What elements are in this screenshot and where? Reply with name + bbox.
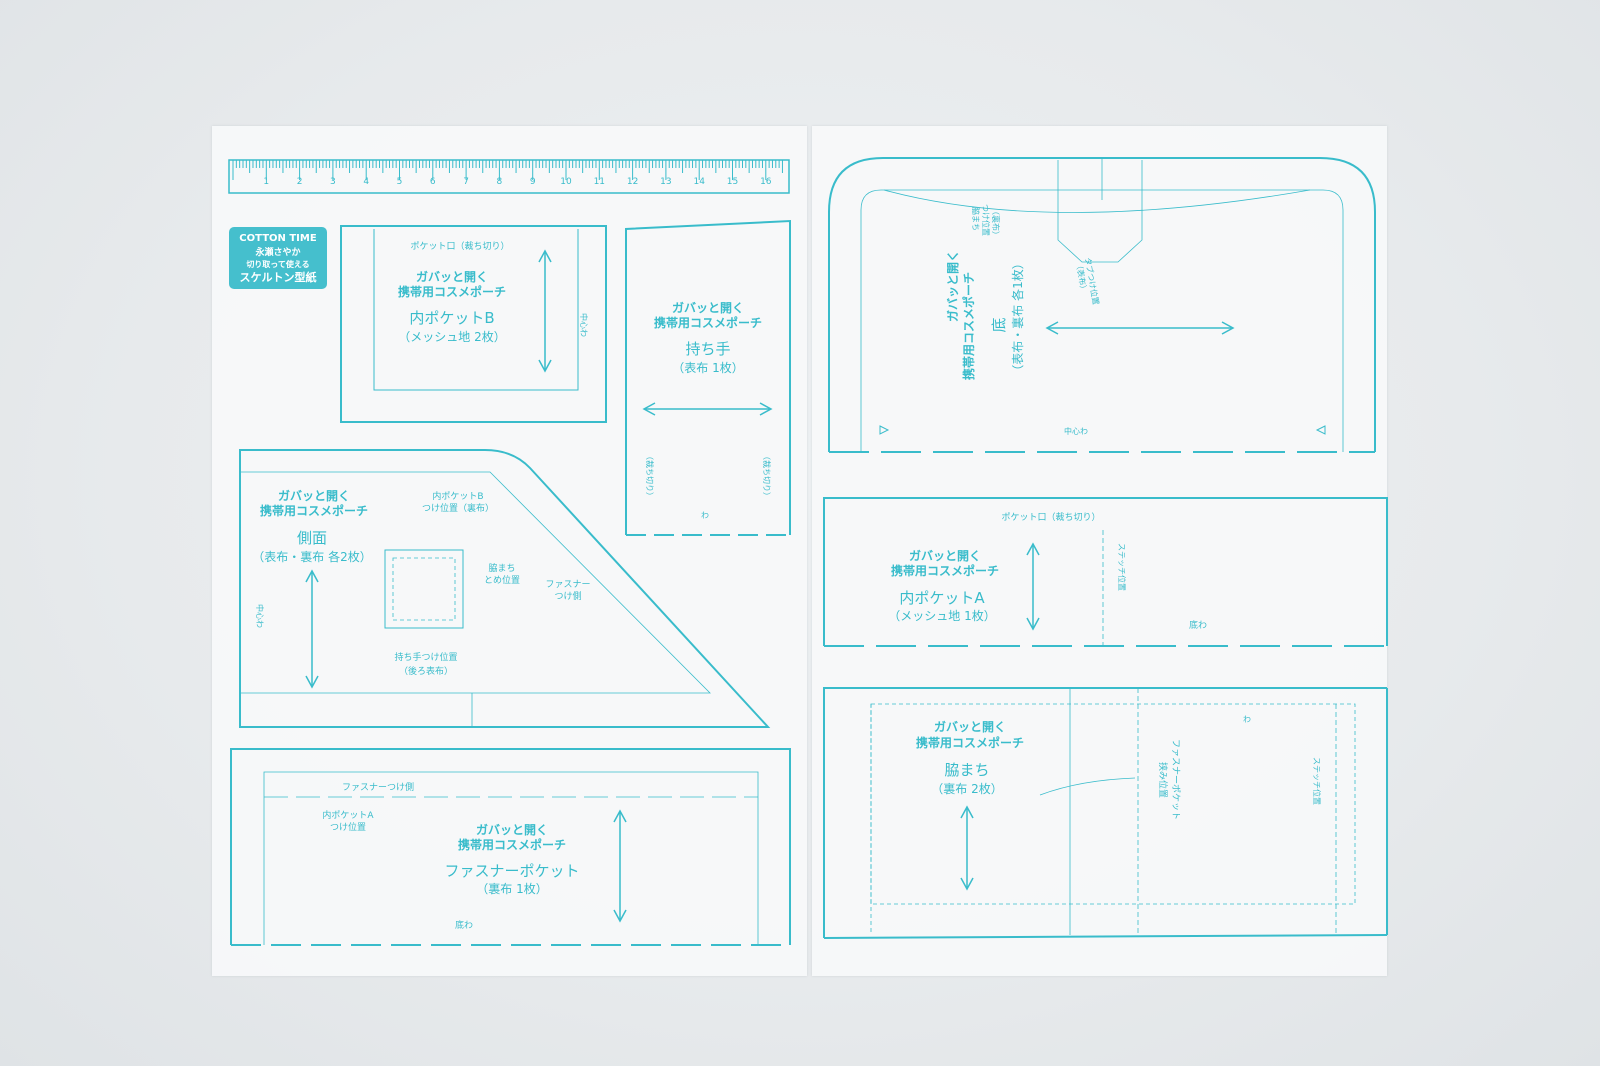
handle-name: 持ち手: [685, 340, 730, 358]
ruler-number: 7: [463, 177, 469, 187]
bottom-gusset-note-3: （裏布）: [991, 207, 1001, 239]
zipper-pocket-fold-note: 底わ: [455, 919, 473, 931]
logo-subtitle: 切り取って使える: [246, 259, 309, 269]
side-handle-note-1: 持ち手つけ位置: [394, 651, 457, 663]
inner-pocket-b-opening-note: ポケット口（裁ち切り）: [410, 240, 509, 252]
piece-bottom: ガバッと開く 携帯用コスメポーチ 底 （表布・裏布 各1枚） 脇まち つけ位置 …: [828, 157, 1376, 453]
side-pocket-b-note-1: 内ポケットB: [432, 490, 483, 502]
piece-gusset: ガバッと開く 携帯用コスメポーチ 脇まち （裏布 2枚） ファスナーポケット 挟…: [823, 687, 1388, 939]
inner-pocket-b-project-line1: ガバッと開く: [416, 269, 488, 284]
gusset-spec: （裏布 2枚）: [931, 781, 1002, 796]
pattern-sheet-right: [812, 126, 1387, 976]
handle-project-line2: 携帯用コスメポーチ: [654, 315, 762, 330]
side-gusset-note-1: 脇まち: [488, 563, 515, 574]
inner-pocket-b-project-line2: 携帯用コスメポーチ: [398, 284, 506, 299]
side-spec: （表布・裏布 各2枚）: [252, 549, 371, 564]
handle-cut-note-left: （裁ち切り）: [645, 452, 655, 500]
gusset-project-line1: ガバッと開く: [934, 719, 1006, 734]
inner-pocket-a-project-line2: 携帯用コスメポーチ: [891, 563, 999, 578]
ruler-number: 3: [330, 177, 336, 187]
piece-inner-pocket-a: ポケット口（裁ち切り） ガバッと開く 携帯用コスメポーチ 内ポケットA （メッシ…: [823, 497, 1388, 647]
logo-title: スケルトン型紙: [240, 270, 317, 284]
side-pocket-b-note-2: つけ位置（裏布）: [422, 502, 494, 514]
ruler-number: 4: [363, 177, 369, 187]
piece-handle: ガバッと開く 携帯用コスメポーチ 持ち手 （表布 1枚） （裁ち切り） （裁ち切…: [625, 219, 791, 536]
ruler-number: 16: [760, 177, 772, 187]
piece-inner-pocket-b: ポケット口（裁ち切り） ガバッと開く 携帯用コスメポーチ 内ポケットB （メッシ…: [340, 225, 607, 423]
ruler-number: 14: [693, 177, 705, 187]
side-zipper-note-2: つけ側: [554, 590, 581, 602]
side-project-line2: 携帯用コスメポーチ: [260, 503, 368, 518]
side-zipper-note-1: ファスナー: [545, 579, 590, 590]
ruler-number: 10: [560, 177, 572, 187]
gusset-fold-note: わ: [1243, 715, 1251, 724]
handle-fold-note: わ: [701, 511, 709, 520]
handle-spec: （表布 1枚）: [672, 360, 743, 375]
ruler-number: 15: [727, 177, 738, 187]
inner-pocket-b-spec: （メッシュ地 2枚）: [398, 329, 505, 344]
bottom-gusset-note-2: つけ位置: [981, 204, 991, 236]
ruler-number: 2: [297, 177, 303, 187]
zipper-pocket-pocket-a-note-1: 内ポケットA: [322, 809, 374, 821]
inner-pocket-a-name: 内ポケットA: [899, 589, 985, 607]
zipper-pocket-spec: （裏布 1枚）: [476, 881, 547, 896]
brand-logo: COTTON TIME 永瀬さやか 切り取って使える スケルトン型紙: [229, 227, 327, 289]
side-center-note: 中心わ: [255, 604, 265, 628]
handle-project-line1: ガバッと開く: [672, 300, 744, 315]
inner-pocket-a-stitch-note: ステッチ位置: [1117, 543, 1127, 591]
brand-name: COTTON TIME: [239, 233, 317, 244]
bottom-center-note: 中心わ: [1064, 426, 1088, 436]
zipper-pocket-zipper-note: ファスナーつけ側: [342, 781, 414, 793]
gusset-zip-note-1: ファスナーポケット: [1170, 739, 1181, 820]
bottom-project-line2: 携帯用コスメポーチ: [961, 272, 976, 380]
gusset-name: 脇まち: [944, 761, 989, 779]
handle-cut-note-right: （裁ち切り）: [762, 452, 772, 500]
gusset-project-line2: 携帯用コスメポーチ: [916, 735, 1024, 750]
side-handle-note-2: （後ろ表布）: [399, 665, 453, 677]
ruler-number: 9: [530, 177, 536, 187]
ruler-number: 6: [430, 177, 436, 187]
author-name: 永瀬さやか: [254, 246, 300, 258]
inner-pocket-a-spec: （メッシュ地 1枚）: [888, 608, 995, 623]
ruler-number: 1: [263, 177, 269, 187]
inner-pocket-b-name: 内ポケットB: [409, 309, 494, 327]
bottom-gusset-note-1: 脇まち: [971, 207, 980, 231]
inner-pocket-b-center-note: 中心わ: [579, 313, 589, 337]
piece-side: ガバッと開く 携帯用コスメポーチ 側面 （表布・裏布 各2枚） 内ポケットB つ…: [239, 449, 771, 728]
side-project-line1: ガバッと開く: [278, 488, 350, 503]
zipper-pocket-pocket-a-note-2: つけ位置: [330, 821, 366, 833]
ruler-number: 5: [397, 177, 403, 187]
piece-zipper-pocket: ファスナーつけ側 内ポケットA つけ位置 ガバッと開く 携帯用コスメポーチ ファ…: [230, 748, 791, 946]
side-name: 側面: [297, 529, 327, 547]
bottom-spec: （表布・裏布 各1枚）: [1010, 257, 1025, 376]
ruler-number: 11: [594, 177, 605, 187]
inner-pocket-a-fold-note: 底わ: [1189, 619, 1207, 631]
gusset-stitch-note: ステッチ位置: [1312, 757, 1322, 805]
zipper-pocket-project-line1: ガバッと開く: [476, 822, 548, 837]
zipper-pocket-project-line2: 携帯用コスメポーチ: [458, 837, 566, 852]
ruler-number: 8: [497, 177, 503, 187]
zipper-pocket-name: ファスナーポケット: [444, 862, 579, 880]
ruler-number: 13: [660, 177, 671, 187]
gusset-zip-note-2: 挟み位置: [1157, 762, 1169, 798]
side-gusset-note-2: とめ位置: [484, 574, 520, 586]
bottom-project-line1: ガバッと開く: [945, 250, 960, 322]
ruler-number: 12: [627, 177, 638, 187]
bottom-name: 底: [990, 317, 1008, 332]
inner-pocket-a-project-line1: ガバッと開く: [909, 548, 981, 563]
inner-pocket-a-opening-note: ポケット口（裁ち切り）: [1001, 511, 1100, 523]
